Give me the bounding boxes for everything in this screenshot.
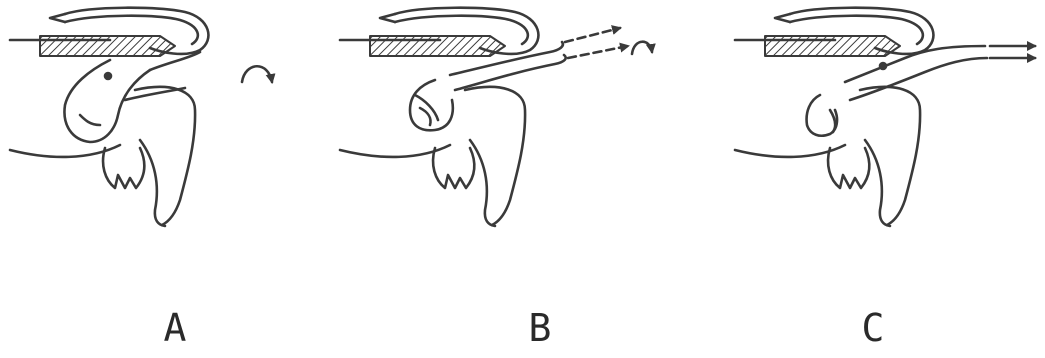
- pull-arrow-b-1: [565, 28, 620, 42]
- panel-label-c: C: [843, 306, 903, 350]
- panel-label-b: B: [510, 306, 570, 350]
- panel-a-diagram: [10, 8, 272, 226]
- rotation-arrow-a: [242, 66, 272, 82]
- panel-b-diagram: [340, 8, 652, 226]
- rotation-arrow-b: [632, 42, 652, 54]
- pull-arrow-b-2: [568, 46, 628, 58]
- panel-label-a: A: [145, 306, 205, 350]
- panel-c-diagram: [735, 8, 1035, 226]
